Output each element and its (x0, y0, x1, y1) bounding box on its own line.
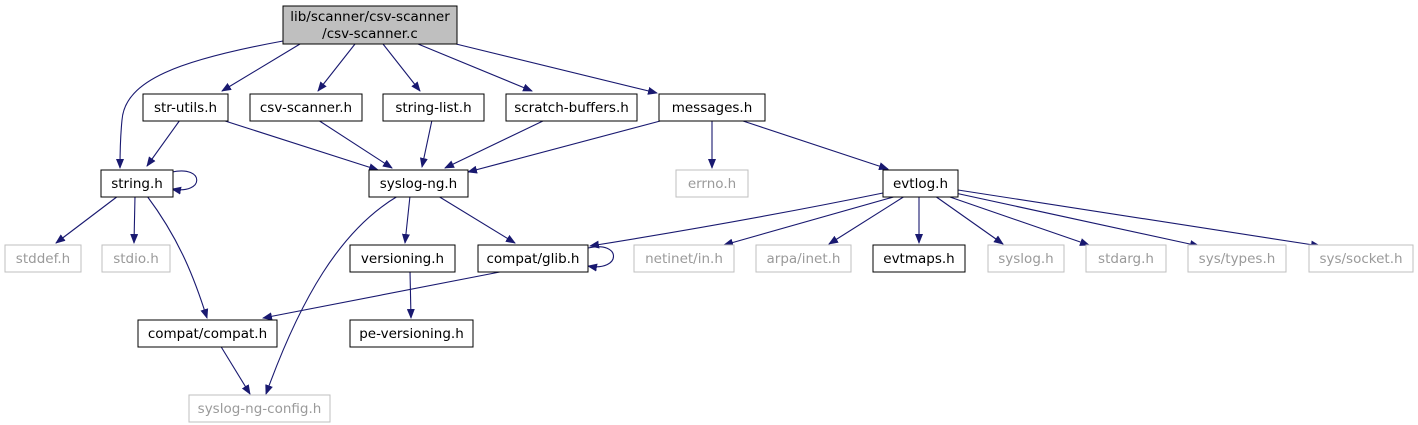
edge-messages-syslog-ng (467, 119, 665, 174)
node-compat-glib[interactable]: compat/glib.h (477, 244, 589, 273)
edge-string-h-compat-compat (146, 195, 209, 319)
edge-compat-compat-config (219, 344, 251, 395)
edge-evtlog-compat-glib (589, 192, 884, 249)
node-scratch-buffers[interactable]: scratch-buffers.h (505, 93, 638, 122)
edge-csv-scanner-h-syslog-ng (317, 119, 393, 169)
node-csv-scanner-h[interactable]: csv-scanner.h (249, 93, 363, 122)
node-syslog-ng-config[interactable]: syslog-ng-config.h (188, 394, 331, 423)
node-str-utils[interactable]: str-utils.h (142, 93, 229, 122)
node-sys-types[interactable]: sys/types.h (1187, 244, 1287, 273)
node-stdarg[interactable]: stdarg.h (1085, 244, 1167, 273)
node-netinet-label: netinet/in.h (645, 251, 723, 267)
edge-evtlog-syslog (934, 195, 1004, 245)
node-evtmaps[interactable]: evtmaps.h (872, 244, 966, 273)
node-pe-versioning-label: pe-versioning.h (359, 326, 464, 342)
node-evtmaps-label: evtmaps.h (883, 251, 954, 267)
edges (55, 40, 1321, 395)
node-compat-glib-label: compat/glib.h (486, 251, 579, 267)
edge-messages-evtlog (739, 119, 889, 170)
edge-syslog-ng-compat-glib (437, 195, 516, 244)
node-stddef-label: stddef.h (16, 251, 70, 267)
edge-compat-glib-compat-compat (262, 270, 506, 321)
edge-string-h-stddef (55, 195, 119, 244)
edge-string-list-syslog-ng (419, 119, 433, 168)
edge-string-h-self (171, 170, 198, 195)
edge-evtlog-netinet (723, 195, 898, 247)
edge-str-utils-string-h (146, 119, 181, 167)
node-arpa[interactable]: arpa/inet.h (755, 244, 852, 273)
node-messages[interactable]: messages.h (658, 93, 766, 122)
node-syslog[interactable]: syslog.h (987, 244, 1065, 273)
edge-root-string-list (382, 43, 421, 92)
node-str-utils-label: str-utils.h (154, 100, 217, 116)
edge-syslog-ng-config (265, 195, 399, 395)
node-netinet[interactable]: netinet/in.h (633, 244, 735, 273)
edge-root-string-h (116, 40, 284, 169)
edge-str-utils-syslog-ng (221, 119, 379, 172)
node-sys-socket-label: sys/socket.h (1319, 251, 1402, 267)
node-evtlog[interactable]: evtlog.h (882, 169, 959, 198)
edge-scratch-buffers-syslog-ng (444, 119, 546, 169)
node-compat-compat[interactable]: compat/compat.h (137, 319, 278, 348)
edge-root-scratch-buffers (417, 43, 533, 92)
edge-evtlog-sys-socket (957, 189, 1321, 249)
edge-root-csv-scanner-h (317, 43, 356, 92)
node-string-list[interactable]: string-list.h (382, 93, 485, 122)
node-stdio[interactable]: stdio.h (101, 244, 171, 273)
node-string-h-label: string.h (111, 176, 163, 192)
edge-syslog-ng-versioning (401, 195, 411, 244)
node-messages-label: messages.h (672, 100, 753, 116)
edge-compat-glib-self (587, 246, 614, 272)
node-evtlog-label: evtlog.h (893, 176, 948, 192)
node-syslog-ng-config-label: syslog-ng-config.h (198, 401, 322, 417)
node-stdio-label: stdio.h (113, 251, 159, 267)
edge-string-h-stdio (130, 195, 139, 244)
node-root-label-line2: /csv-scanner.c (322, 26, 418, 42)
nodes: lib/scanner/csv-scanner /csv-scanner.c s… (4, 5, 1414, 423)
node-errno-label: errno.h (688, 176, 736, 192)
node-syslog-label: syslog.h (998, 251, 1053, 267)
edge-evtlog-sys-types (954, 192, 1200, 248)
node-versioning-label: versioning.h (361, 251, 444, 267)
node-syslog-ng[interactable]: syslog-ng.h (368, 169, 469, 198)
node-compat-compat-label: compat/compat.h (148, 326, 267, 342)
node-stddef[interactable]: stddef.h (4, 244, 82, 273)
node-scratch-buffers-label: scratch-buffers.h (514, 100, 629, 116)
edge-evtlog-arpa (828, 195, 906, 245)
node-string-h[interactable]: string.h (100, 169, 174, 198)
edge-root-str-utils (221, 43, 301, 92)
edge-versioning-pe-versioning (406, 270, 415, 319)
node-sys-types-label: sys/types.h (1199, 251, 1276, 267)
node-root[interactable]: lib/scanner/csv-scanner /csv-scanner.c (282, 5, 458, 45)
node-stdarg-label: stdarg.h (1098, 251, 1154, 267)
edge-evtlog-stdarg (946, 195, 1090, 246)
node-errno[interactable]: errno.h (675, 169, 749, 198)
node-string-list-label: string-list.h (395, 100, 471, 116)
node-pe-versioning[interactable]: pe-versioning.h (349, 319, 474, 348)
node-arpa-label: arpa/inet.h (767, 251, 841, 267)
node-versioning[interactable]: versioning.h (349, 244, 456, 273)
node-csv-scanner-h-label: csv-scanner.h (260, 100, 352, 116)
node-syslog-ng-label: syslog-ng.h (380, 176, 457, 192)
node-sys-socket[interactable]: sys/socket.h (1308, 244, 1414, 273)
edge-root-messages (455, 43, 658, 95)
node-root-label-line1: lib/scanner/csv-scanner (290, 9, 450, 25)
